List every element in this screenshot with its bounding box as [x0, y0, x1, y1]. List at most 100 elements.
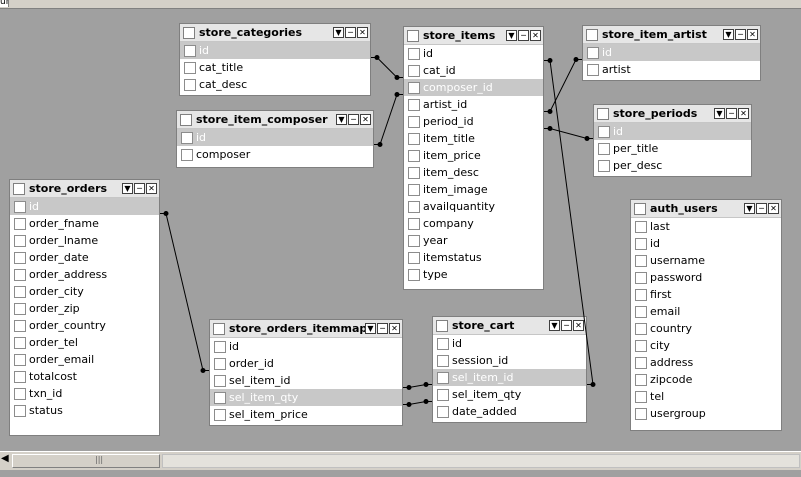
table-header[interactable]: store_cart▼─✕ — [433, 317, 586, 335]
field-row[interactable]: id — [210, 338, 402, 355]
field-checkbox[interactable] — [635, 221, 647, 233]
close-icon[interactable]: ✕ — [768, 203, 779, 214]
close-icon[interactable]: ✕ — [573, 320, 584, 331]
close-icon[interactable]: ✕ — [389, 323, 400, 334]
minimize-icon[interactable]: ─ — [345, 27, 356, 38]
field-row[interactable]: session_id — [433, 352, 586, 369]
dropdown-arrow-icon[interactable]: ▼ — [506, 30, 517, 41]
field-row[interactable]: sel_item_qty — [433, 386, 586, 403]
field-checkbox[interactable] — [635, 357, 647, 369]
field-checkbox[interactable] — [635, 323, 647, 335]
field-checkbox[interactable] — [14, 269, 26, 281]
table-header[interactable]: store_categories▼─✕ — [180, 24, 370, 42]
select-all-checkbox[interactable] — [597, 108, 609, 120]
field-checkbox[interactable] — [587, 47, 599, 59]
minimize-icon[interactable]: ─ — [735, 29, 746, 40]
close-icon[interactable]: ✕ — [738, 108, 749, 119]
field-checkbox[interactable] — [214, 409, 226, 421]
field-checkbox[interactable] — [214, 375, 226, 387]
field-checkbox[interactable] — [14, 371, 26, 383]
field-row[interactable]: id — [594, 123, 751, 140]
field-row[interactable]: year — [404, 232, 543, 249]
field-checkbox[interactable] — [437, 355, 449, 367]
table-header[interactable]: auth_users▼─✕ — [631, 200, 781, 218]
field-row[interactable]: tel — [631, 388, 781, 405]
field-row[interactable]: item_image — [404, 181, 543, 198]
close-icon[interactable]: ✕ — [360, 114, 371, 125]
field-checkbox[interactable] — [408, 218, 420, 230]
field-checkbox[interactable] — [14, 354, 26, 366]
select-all-checkbox[interactable] — [634, 203, 646, 215]
field-row[interactable]: id — [404, 45, 543, 62]
field-row[interactable]: composer_id — [404, 79, 543, 96]
field-checkbox[interactable] — [14, 286, 26, 298]
field-row[interactable]: order_city — [10, 283, 159, 300]
field-row[interactable]: password — [631, 269, 781, 286]
dropdown-arrow-icon[interactable]: ▼ — [336, 114, 347, 125]
field-row[interactable]: item_desc — [404, 164, 543, 181]
field-row[interactable]: id — [583, 44, 760, 61]
field-checkbox[interactable] — [635, 306, 647, 318]
select-all-checkbox[interactable] — [180, 114, 192, 126]
table-header[interactable]: store_orders▼─✕ — [10, 180, 159, 198]
field-checkbox[interactable] — [181, 149, 193, 161]
field-row[interactable]: id — [10, 198, 159, 215]
dropdown-arrow-icon[interactable]: ▼ — [549, 320, 560, 331]
field-row[interactable]: artist — [583, 61, 760, 78]
dropdown-arrow-icon[interactable]: ▼ — [744, 203, 755, 214]
table-header[interactable]: store_item_composer▼─✕ — [177, 111, 373, 129]
field-row[interactable]: txn_id — [10, 385, 159, 402]
field-row[interactable]: last — [631, 218, 781, 235]
field-row[interactable]: status — [10, 402, 159, 419]
field-row[interactable]: order_address — [10, 266, 159, 283]
field-row[interactable]: username — [631, 252, 781, 269]
field-row[interactable]: order_lname — [10, 232, 159, 249]
field-checkbox[interactable] — [14, 303, 26, 315]
field-checkbox[interactable] — [635, 289, 647, 301]
select-all-checkbox[interactable] — [213, 323, 225, 335]
field-checkbox[interactable] — [184, 45, 196, 57]
select-all-checkbox[interactable] — [13, 183, 25, 195]
field-checkbox[interactable] — [598, 143, 610, 155]
field-checkbox[interactable] — [184, 62, 196, 74]
field-checkbox[interactable] — [408, 184, 420, 196]
field-row[interactable]: usergroup — [631, 405, 781, 422]
field-row[interactable]: order_zip — [10, 300, 159, 317]
field-checkbox[interactable] — [408, 235, 420, 247]
scroll-left-arrow-icon[interactable]: ◀ — [1, 453, 9, 464]
minimize-icon[interactable]: ─ — [518, 30, 529, 41]
field-row[interactable]: per_desc — [594, 157, 751, 174]
field-checkbox[interactable] — [408, 167, 420, 179]
field-checkbox[interactable] — [408, 150, 420, 162]
field-row[interactable]: order_country — [10, 317, 159, 334]
minimize-icon[interactable]: ─ — [561, 320, 572, 331]
select-all-checkbox[interactable] — [586, 29, 598, 41]
close-icon[interactable]: ✕ — [357, 27, 368, 38]
field-checkbox[interactable] — [437, 406, 449, 418]
close-icon[interactable]: ✕ — [530, 30, 541, 41]
field-checkbox[interactable] — [437, 389, 449, 401]
field-checkbox[interactable] — [408, 116, 420, 128]
field-checkbox[interactable] — [635, 408, 647, 420]
field-row[interactable]: item_title — [404, 130, 543, 147]
field-checkbox[interactable] — [184, 79, 196, 91]
select-all-checkbox[interactable] — [436, 320, 448, 332]
dropdown-arrow-icon[interactable]: ▼ — [714, 108, 725, 119]
field-row[interactable]: composer — [177, 146, 373, 163]
field-row[interactable]: sel_item_id — [433, 369, 586, 386]
field-row[interactable]: cat_title — [180, 59, 370, 76]
field-checkbox[interactable] — [408, 48, 420, 60]
minimize-icon[interactable]: ─ — [726, 108, 737, 119]
dropdown-arrow-icon[interactable]: ▼ — [723, 29, 734, 40]
horizontal-scrollbar[interactable]: ◀ ||| — [0, 451, 801, 470]
field-row[interactable]: email — [631, 303, 781, 320]
field-row[interactable]: order_email — [10, 351, 159, 368]
select-all-checkbox[interactable] — [407, 30, 419, 42]
field-row[interactable]: id — [180, 42, 370, 59]
field-row[interactable]: first — [631, 286, 781, 303]
field-checkbox[interactable] — [14, 405, 26, 417]
